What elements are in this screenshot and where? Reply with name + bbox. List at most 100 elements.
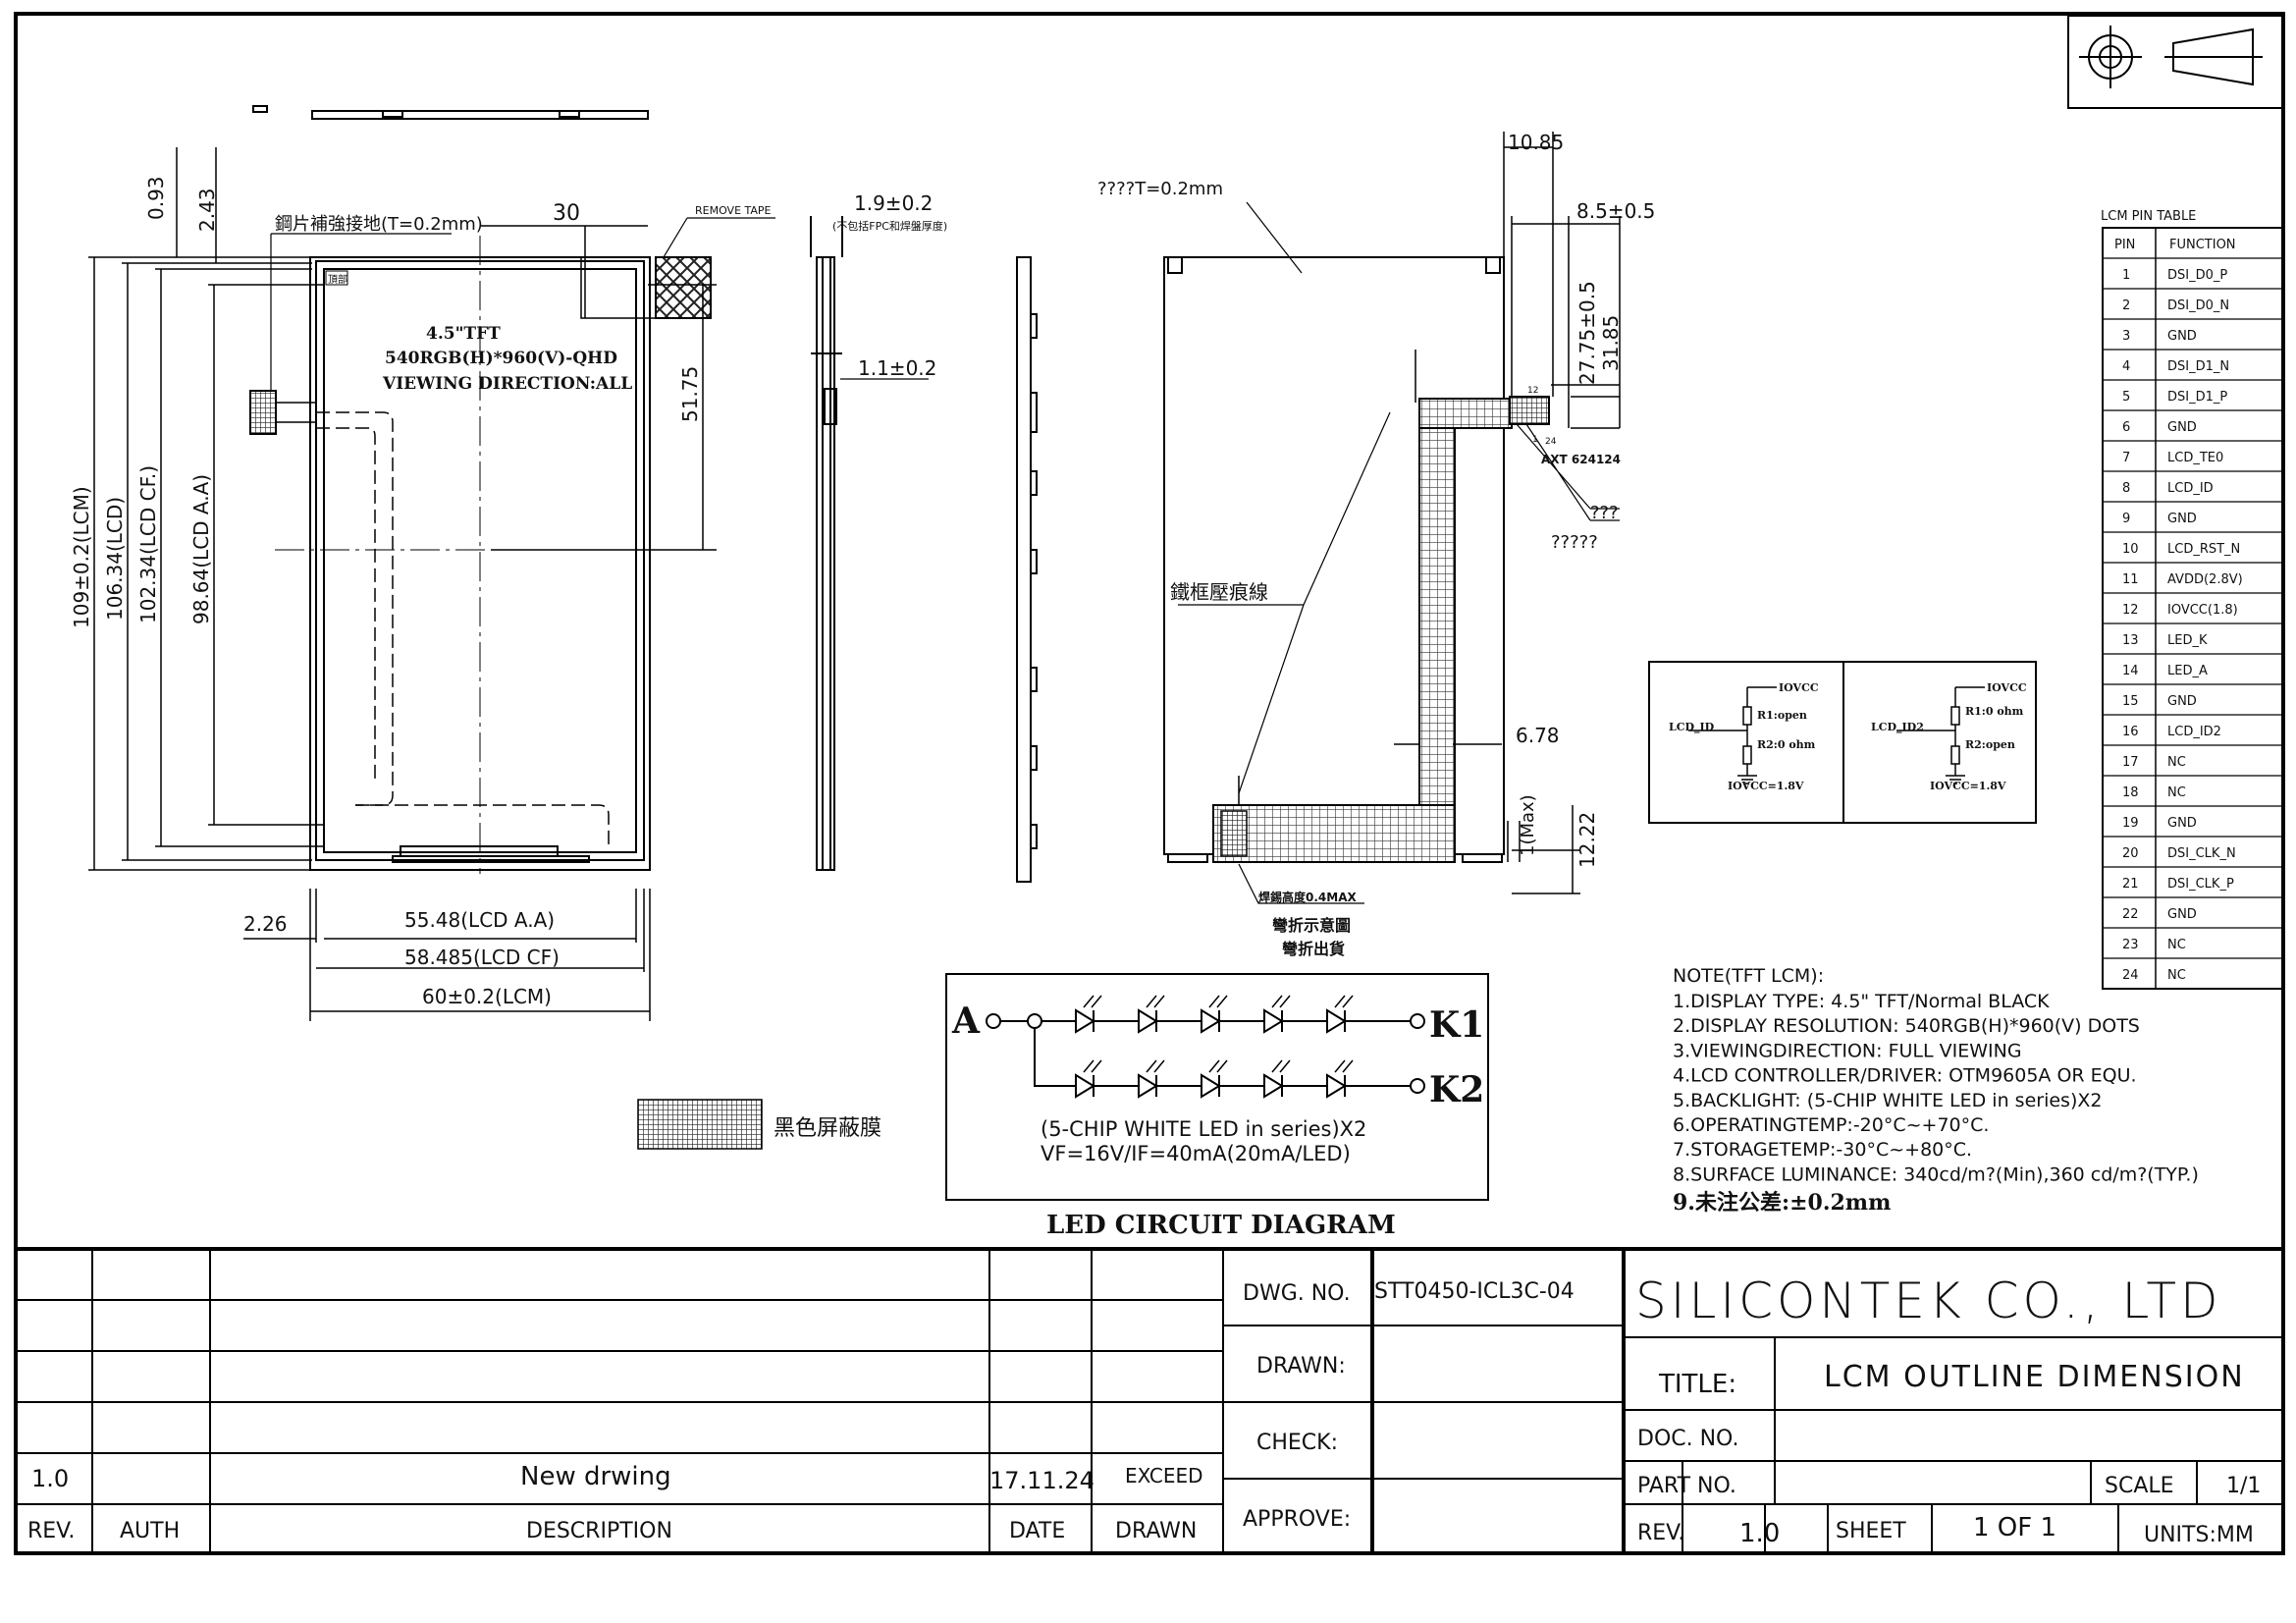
note-line: 2.DISPLAY RESOLUTION: 540RGB(H)*960(V) D…	[1673, 1015, 2140, 1037]
pin-function: LED_K	[2167, 633, 2208, 648]
scale-value: 1/1	[2226, 1474, 2261, 1498]
dim-106-34: 106.34(LCD)	[103, 497, 127, 621]
pin-function: GND	[2167, 512, 2197, 526]
pin-function: LCD_ID	[2167, 481, 2214, 496]
pin-function: DSI_D0_N	[2167, 298, 2229, 313]
approve-label: APPROVE:	[1243, 1507, 1351, 1532]
led-diode	[1326, 1008, 1347, 1034]
black-film-swatch	[637, 1099, 763, 1150]
scale-label: SCALE	[2105, 1474, 2174, 1498]
connector	[1509, 396, 1550, 425]
panel-viewing: VIEWING DIRECTION:ALL	[382, 374, 632, 394]
note-line: 4.LCD CONTROLLER/DRIVER: OTM9605A OR EQU…	[1673, 1065, 2137, 1087]
pin-function: DSI_CLK_P	[2167, 877, 2234, 892]
sch-right-r2: R2:open	[1965, 738, 2015, 751]
pin-number: 6	[2122, 420, 2130, 435]
pin-number: 1	[2122, 268, 2130, 283]
sch-left-sig: LCD_ID	[1669, 721, 1715, 734]
q3-label: ???	[1590, 503, 1619, 523]
pin-24: 24	[1545, 437, 1557, 447]
pin-number: 7	[2122, 451, 2130, 465]
note-line: 7.STORAGETEMP:-30°C~+80°C.	[1673, 1139, 1972, 1161]
pin-function: GND	[2167, 420, 2197, 435]
title-label: TITLE:	[1658, 1370, 1736, 1399]
led-k2: K2	[1429, 1069, 1484, 1110]
led-k1: K1	[1429, 1004, 1484, 1046]
id-schematic: IOVCC R1:open LCD_ID R2:0 ohm IOVCC=1.8V…	[1648, 661, 2037, 824]
remove-tape-label: REMOVE TAPE	[695, 204, 772, 217]
led-diode	[1263, 1008, 1284, 1034]
dim-27-75: 27.75±0.5	[1575, 281, 1599, 385]
pin-number: 23	[2122, 938, 2139, 952]
dim-102-34: 102.34(LCD CF.)	[136, 465, 160, 623]
pin-number: 22	[2122, 907, 2139, 922]
pin-number: 9	[2122, 512, 2130, 526]
sch-right-r1: R1:0 ohm	[1965, 705, 2024, 718]
sheet-label: SHEET	[1836, 1519, 1906, 1543]
pin-number: 14	[2122, 664, 2139, 678]
remove-tape	[655, 256, 712, 319]
rev-value: 1.0	[1739, 1519, 1780, 1548]
dim-98-64: 98.64(LCD A.A)	[189, 474, 213, 624]
pin-number: 2	[2122, 298, 2130, 313]
rev-drawn-row: EXCEED	[1125, 1464, 1203, 1488]
solder-note: 焊錫高度0.4MAX	[1258, 890, 1357, 904]
note-line: 5.BACKLIGHT: (5-CHIP WHITE LED in series…	[1673, 1090, 2102, 1111]
back-note-t: ????T=0.2mm	[1097, 179, 1223, 199]
company-name: SILICONTEK CO., LTD	[1635, 1272, 2222, 1329]
pin-header-function: FUNCTION	[2169, 238, 2236, 252]
pin-function: LCD_ID2	[2167, 725, 2221, 739]
led-diode	[1138, 1008, 1158, 1034]
pin-table-title: LCM PIN TABLE	[2101, 209, 2196, 224]
pin-function: GND	[2167, 694, 2197, 709]
pin-number: 12	[2122, 603, 2139, 618]
dim-10-85: 10.85	[1508, 131, 1564, 154]
pin-function: NC	[2167, 938, 2186, 952]
panel-title: 4.5"TFT	[426, 324, 501, 344]
units-label: UNITS:MM	[2144, 1523, 2254, 1547]
dim-2-43: 2.43	[195, 188, 219, 232]
rev-label: REV.	[1637, 1521, 1684, 1545]
pin-function: NC	[2167, 785, 2186, 800]
pin-12: 12	[1527, 386, 1538, 396]
hdr-drawn: DRAWN	[1115, 1519, 1197, 1543]
dim-8-5: 8.5±0.5	[1576, 199, 1655, 223]
sch-right-sig: LCD_ID2	[1871, 721, 1924, 734]
doc-no-label: DOC. NO.	[1637, 1427, 1738, 1451]
projection-symbol	[2067, 15, 2283, 109]
hdr-auth: AUTH	[120, 1519, 180, 1543]
rev-desc-row: New drwing	[520, 1462, 671, 1491]
node-k2	[1410, 1078, 1425, 1094]
notes: NOTE(TFT LCM): 1.DISPLAY TYPE: 4.5" TFT/…	[1673, 965, 2199, 1216]
rev-value-row: 1.0	[31, 1465, 69, 1492]
check-label: CHECK:	[1256, 1431, 1338, 1455]
pin-function: LCD_RST_N	[2167, 542, 2240, 557]
back-view: 12 1 24 AXT 624124 ??? ????? ????T=0.2mm…	[1097, 131, 1655, 958]
corner-mark: 頂部	[328, 273, 347, 286]
sch-left-r2: R2:0 ohm	[1757, 738, 1816, 751]
dim-12-22: 12.22	[1575, 812, 1599, 868]
rev-date-row: 17.11.24	[989, 1467, 1095, 1494]
led-a: A	[951, 1001, 981, 1042]
pin-function: NC	[2167, 968, 2186, 983]
pin-number: 18	[2122, 785, 2139, 800]
dim-1-1: 1.1±0.2	[858, 356, 936, 380]
iron-frame-label: 鐵框壓痕線	[1170, 580, 1268, 604]
led-diode	[1263, 1073, 1284, 1099]
pin-function: GND	[2167, 907, 2197, 922]
pin-number: 8	[2122, 481, 2130, 496]
notes-header: NOTE(TFT LCM):	[1673, 965, 1824, 987]
side-view	[810, 216, 1038, 883]
node-k1	[1410, 1013, 1425, 1029]
drawn-label: DRAWN:	[1256, 1354, 1346, 1379]
dim-1-9-note: (不包括FPC和焊盤厚度)	[832, 219, 947, 233]
part-no-label: PART NO.	[1637, 1474, 1736, 1498]
pin-number: 4	[2122, 359, 2130, 374]
dim-31-85: 31.85	[1599, 315, 1623, 371]
led-circuit: A K1 K2 (5-CHIP WHITE LED in series)X2 V…	[945, 973, 1489, 1201]
pin-number: 24	[2122, 968, 2139, 983]
dim-2-26: 2.26	[243, 912, 288, 936]
pin-header-pin: PIN	[2114, 238, 2135, 252]
pin-function: NC	[2167, 755, 2186, 770]
